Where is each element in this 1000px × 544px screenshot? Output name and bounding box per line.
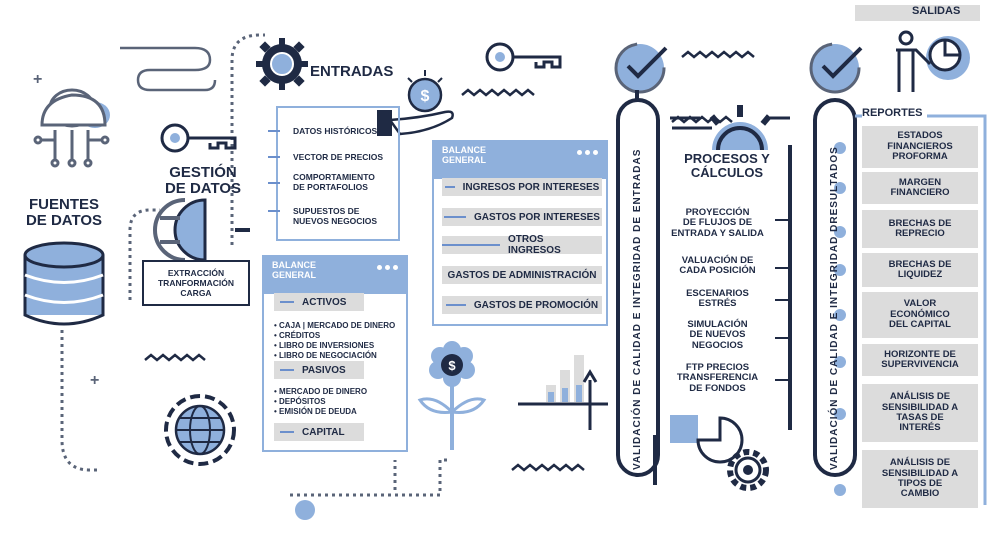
pasivos-list: • MERCADO DE DINERO • DEPÓSITOS • EMISIÓ… xyxy=(274,387,368,416)
balance-general-card: BALANCE GENERAL INGRESOS POR INTERESES G… xyxy=(432,140,608,326)
salida-item: VALOR ECONÓMICO DEL CAPITAL xyxy=(862,292,978,338)
squiggles xyxy=(144,50,755,472)
procesos-title: PROCESOS Y CÁLCULOS xyxy=(684,151,770,180)
balance-general-card: BALANCE GENERAL ACTIVOS • CAJA | MERCADO… xyxy=(262,255,408,452)
pasivos-label: PASIVOS xyxy=(274,361,364,379)
entradas-title: ENTRADAS xyxy=(310,63,394,80)
validation-pill-frame xyxy=(813,98,857,477)
procesos-item: PROYECCIÓN DE FLUJOS DE ENTRADA Y SALIDA xyxy=(671,207,764,239)
activos-list: • CAJA | MERCADO DE DINERO • CRÉDITOS • … xyxy=(274,321,396,360)
salida-item: HORIZONTE DE SUPERVIVENCIA xyxy=(862,344,978,376)
check-circle-icon xyxy=(809,42,863,94)
svg-text:+: + xyxy=(90,372,99,389)
dotted-connectors xyxy=(60,33,450,497)
fuentes-title: FUENTES DE DATOS xyxy=(25,196,103,229)
connector-dot xyxy=(295,500,315,520)
entradas-item: COMPORTAMIENTO DE PORTAFOLIOS xyxy=(293,172,375,193)
entradas-panel xyxy=(276,106,400,241)
growth-chart-icon xyxy=(518,355,608,430)
cloud-network-icon xyxy=(33,88,110,168)
salidas-bullets xyxy=(834,142,846,496)
card-title: BALANCE GENERAL xyxy=(442,145,487,166)
more-icon xyxy=(577,150,598,155)
more-icon xyxy=(377,265,398,270)
wind-icon xyxy=(120,46,217,92)
activos-label: ACTIVOS xyxy=(274,293,364,311)
salida-item: MARGEN FINANCIERO xyxy=(862,172,978,204)
database-icon xyxy=(23,241,105,326)
salida-item: BRECHAS DE LIQUIDEZ xyxy=(862,253,978,287)
reportes-title: REPORTES xyxy=(862,107,927,120)
balance-row: GASTOS DE ADMINISTRACIÓN xyxy=(442,266,602,284)
entradas-item: SUPUESTOS DE NUEVOS NEGOCIOS xyxy=(293,206,378,227)
capital-label: CAPITAL xyxy=(274,423,364,441)
gestion-title: GESTIÓN DE DATOS xyxy=(164,164,242,197)
card-title: BALANCE GENERAL xyxy=(272,260,317,281)
hand-coin-icon: $ xyxy=(377,70,454,136)
balance-row: OTROS INGRESOS xyxy=(442,234,602,256)
card-header: BALANCE GENERAL xyxy=(434,142,606,180)
flower-coin-icon: $ xyxy=(417,341,487,450)
gear-icon xyxy=(670,105,790,151)
procesos-item: FTP PRECIOS TRANSFERENCIA DE FONDOS xyxy=(676,362,759,394)
balance-row: INGRESOS POR INTERESES xyxy=(442,178,602,196)
salidas-title: SALIDAS xyxy=(912,5,961,17)
pie-gear-icon xyxy=(670,415,769,491)
salida-item: BRECHAS DE REPRECIO xyxy=(862,210,978,248)
key-icon xyxy=(160,123,237,153)
salida-item: ANÁLISIS DE SENSIBILIDAD A TIPOS DE CAMB… xyxy=(862,450,978,508)
balance-row: GASTOS POR INTERESES xyxy=(442,208,602,226)
card-header: BALANCE GENERAL xyxy=(264,257,406,295)
gear-icon xyxy=(256,38,308,90)
salida-item: ESTADOS FINANCIEROS PROFORMA xyxy=(862,126,978,168)
etl-box: EXTRACCIÓN TRANFORMACIÓN CARGA xyxy=(142,260,250,306)
check-circle-icon xyxy=(614,42,668,94)
validacion-entradas-label: VALIDACIÓN DE CALIDAD E INTEGRIDAD DE EN… xyxy=(632,148,643,470)
entradas-item: VECTOR DE PRECIOS xyxy=(293,152,384,162)
procesos-item: SIMULACIÓN DE NUEVOS NEGOCIOS xyxy=(687,319,748,351)
svg-text:$: $ xyxy=(448,358,456,373)
plug-icon xyxy=(153,198,250,262)
entradas-item: DATOS HISTÓRICOS xyxy=(293,126,378,136)
validacion-resultados-label: VALIDACIÓN DE CALIDAD E INTEGRIDAD DRESU… xyxy=(829,146,840,470)
person-chart-icon xyxy=(896,30,970,92)
balance-row: GASTOS DE PROMOCIÓN xyxy=(442,296,602,314)
key-icon xyxy=(485,42,562,72)
procesos-item: ESCENARIOS ESTRÉS xyxy=(686,288,749,310)
svg-text:+: + xyxy=(33,71,42,88)
svg-text:$: $ xyxy=(421,88,430,105)
etl-label: EXTRACCIÓN TRANFORMACIÓN CARGA xyxy=(157,268,235,299)
globe-icon xyxy=(164,394,236,466)
procesos-item: VALUACIÓN DE CADA POSICIÓN xyxy=(679,255,756,277)
salida-item: ANÁLISIS DE SENSIBILIDAD A TASAS DE INTE… xyxy=(862,384,978,442)
